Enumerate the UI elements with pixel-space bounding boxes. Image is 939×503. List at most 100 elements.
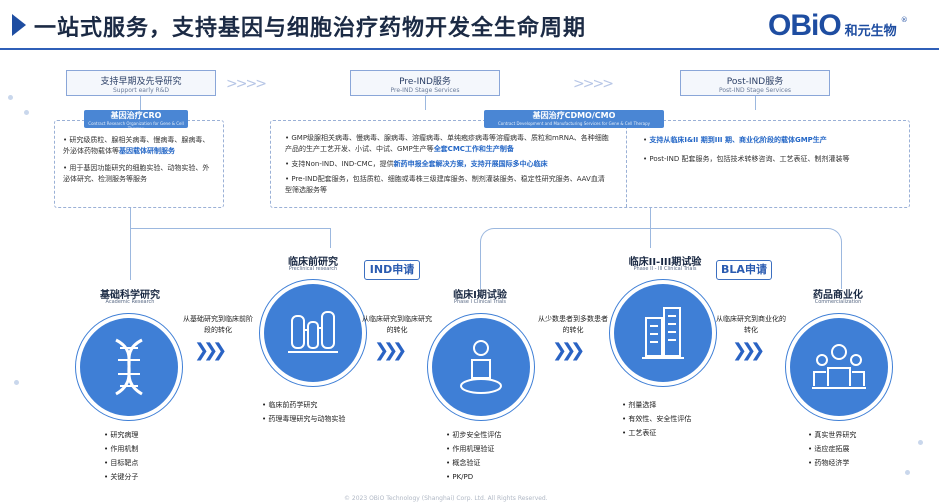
stage-header-early: 支持早期及先导研究 Support early R&D (66, 70, 216, 96)
stage-title-preclinical: 临床前研究 (288, 257, 338, 268)
decor-dot (918, 440, 923, 445)
transition-text-1: 从基础研究到临床前阶段的转化 (183, 315, 253, 334)
double-arrow-icon: ❯❯❯ (374, 340, 407, 361)
double-arrow-icon: ❯❯❯ (732, 340, 765, 361)
bullet-item: • 作用机理验证 (446, 445, 495, 453)
stage-title-phase2-3: 临床II-III期试验 (628, 257, 702, 268)
stage-subtitle-phase1: Phase I Clinical Trials (453, 299, 507, 305)
bullet-item: • 药物经济学 (808, 459, 850, 467)
cro-line-1-text: 研究级质粒、腺相关病毒、慢病毒、腺病毒、外泌体药物载体等 (63, 136, 210, 155)
cdmo-line-2-highlight: 新药申报全套解决方案，支持开展国际多中心临床 (393, 160, 548, 168)
bullet-item: • 临床前药学研究 (262, 401, 318, 409)
bullet-text: PK/PD (452, 473, 474, 481)
bullet-list-phase2-3: • 剂量选择 • 有效性、安全性评估 • 工艺表征 (622, 398, 691, 440)
cdmo-line-3: • Pre-IND配套服务，包括质粒、细胞或毒株三级建库服务、制剂灌装服务、稳定… (285, 175, 605, 194)
cro-tag-cn: 基因治疗CRO (110, 111, 162, 120)
lab-equipment-icon (288, 311, 338, 353)
bullet-item: • 工艺表征 (622, 429, 657, 437)
bullet-text: 目标靶点 (110, 459, 139, 467)
bullet-text: 作用机制 (110, 445, 139, 453)
bullet-item: • 初步安全性评估 (446, 431, 502, 439)
page-title: 一站式服务，支持基因与细胞治疗药物开发全生命周期 (34, 16, 587, 41)
cdmo-tag: 基因治疗CDMO/CMO Contract Development and Ma… (484, 110, 664, 128)
bullet-text: 初步安全性评估 (452, 431, 502, 439)
title-arrow-icon (12, 14, 26, 36)
connector-line (480, 228, 842, 289)
stage-header-pre-ind: Pre-IND服务 Pre-IND Stage Services (350, 70, 500, 96)
cdmo-tag-en: Contract Development and Manufacturing S… (497, 121, 651, 126)
cdmo-post-line-2: • Post-IND 配套服务，包括技术转移咨询、工艺表征、制剂灌装等 (643, 155, 850, 163)
people-icon (812, 344, 866, 389)
building-icon (642, 307, 684, 359)
stage-circle-phase1 (432, 318, 530, 416)
transition-text-4: 从临床研究到商业化的转化 (716, 315, 786, 334)
connector-line (755, 96, 757, 110)
cdmo-services-box: • GMP级腺相关病毒、慢病毒、腺病毒、溶瘤病毒、单纯疱疹病毒等溶瘤病毒、质粒和… (270, 120, 910, 208)
dna-icon (115, 338, 143, 396)
stage-circle-commercial (790, 318, 888, 416)
bullet-item: • 剂量选择 (622, 401, 657, 409)
stage-title-commercial: 药品商业化 (813, 290, 863, 301)
stage-circle-preclinical (264, 284, 362, 382)
bullet-text: 适应症拓展 (814, 445, 850, 453)
chevron-right-icon: >>>> (573, 76, 614, 92)
cdmo-divider (626, 121, 628, 207)
stage-header-en: Pre-IND Stage Services (390, 87, 460, 94)
bullet-text: 剂量选择 (628, 401, 657, 409)
bullet-text: 药理毒理研究与动物实验 (268, 415, 346, 423)
cdmo-post-line-2-text: Post-IND 配套服务，包括技术转移咨询、工艺表征、制剂灌装等 (649, 155, 850, 163)
decor-dot (905, 470, 910, 475)
logo-main-text: OBiO (768, 9, 842, 42)
logo-registered-mark: ® (900, 16, 908, 24)
header-divider (0, 48, 939, 50)
logo-sub-text: 和元生物 (844, 23, 897, 39)
connector-line (650, 208, 652, 248)
connector-line (140, 96, 142, 110)
connector-line (330, 228, 332, 248)
cdmo-line-1: • GMP级腺相关病毒、慢病毒、腺病毒、溶瘤病毒、单纯疱疹病毒等溶瘤病毒、质粒和… (285, 134, 609, 153)
bullet-item: • PK/PD (446, 473, 474, 481)
stage-header-en: Post-IND Stage Services (718, 87, 792, 94)
cdmo-post-line-1: • 支持从临床I&II 期到III 期、商业化阶段的载体GMP生产 (643, 136, 827, 144)
stage-subtitle-preclinical: Preclinical research (288, 266, 338, 272)
double-arrow-icon: ❯❯❯ (552, 340, 585, 361)
bullet-list-preclinical: • 临床前药学研究 • 药理毒理研究与动物实验 (262, 398, 345, 426)
bullet-item: • 有效性、安全性评估 (622, 415, 692, 423)
double-arrow-icon: ❯❯❯ (194, 340, 227, 361)
transition-text-2: 从临床研究到临床研究的转化 (362, 315, 432, 334)
bullet-list-phase1: • 初步安全性评估 • 作用机理验证 • 概念验证 • PK/PD (446, 428, 501, 484)
cro-services-box: • 研究级质粒、腺相关病毒、慢病毒、腺病毒、外泌体药物载体等基因载体研制服务 •… (54, 120, 224, 208)
bullet-item: • 关键分子 (104, 473, 139, 481)
bullet-text: 概念验证 (452, 459, 481, 467)
connector-line (425, 96, 427, 110)
stage-subtitle-phase2-3: Phase II - III Clinical Trials (633, 266, 697, 272)
cro-tag: 基因治疗CRO Contract Research Organization f… (84, 110, 188, 131)
stage-header-cn: 支持早期及先导研究 (100, 77, 182, 87)
cdmo-left-column: • GMP级腺相关病毒、慢病毒、腺病毒、溶瘤病毒、单纯疱疹病毒等溶瘤病毒、质粒和… (277, 133, 617, 196)
stage-header-en: Support early R&D (112, 87, 170, 94)
stage-circle-academic (80, 318, 178, 416)
chevron-right-icon: >>>> (226, 76, 267, 92)
bullet-text: 临床前药学研究 (268, 401, 318, 409)
cdmo-line-1-text: GMP级腺相关病毒、慢病毒、腺病毒、溶瘤病毒、单纯疱疹病毒等溶瘤病毒、质粒和mR… (285, 134, 609, 153)
bullet-text: 作用机理验证 (452, 445, 495, 453)
bullet-text: 研究病理 (110, 431, 139, 439)
stage-subtitle-academic: Academic Research (105, 299, 155, 305)
cdmo-line-2: • 支持Non-IND、IND-CMC，提供新药申报全套解决方案，支持开展国际多… (285, 160, 548, 168)
decor-dot (14, 380, 19, 385)
bullet-text: 真实世界研究 (814, 431, 857, 439)
bullet-item: • 概念验证 (446, 459, 481, 467)
bullet-list-commercial: • 真实世界研究 • 适应症拓展 • 药物经济学 (808, 428, 856, 470)
bullet-text: 有效性、安全性评估 (628, 415, 692, 423)
connector-line (130, 228, 330, 230)
bullet-item: • 目标靶点 (104, 459, 139, 467)
bullet-item: • 药理毒理研究与动物实验 (262, 415, 346, 423)
cro-line-2-text: 用于基因功能研究的细胞实验、动物实验、外泌体研究、检测服务等服务 (63, 164, 210, 183)
bullet-item: • 研究病理 (104, 431, 139, 439)
cdmo-post-line-1-text: 支持从临床I&II 期到III 期、商业化阶段的载体GMP生产 (649, 136, 827, 144)
bullet-item: • 作用机制 (104, 445, 139, 453)
connector-line (130, 208, 132, 280)
cdmo-line-1-highlight: 全套CMC工作和生产制备 (433, 145, 514, 153)
ind-application-badge: IND申请 (364, 260, 420, 280)
stage-subtitle-commercial: Commercialization (814, 299, 862, 305)
